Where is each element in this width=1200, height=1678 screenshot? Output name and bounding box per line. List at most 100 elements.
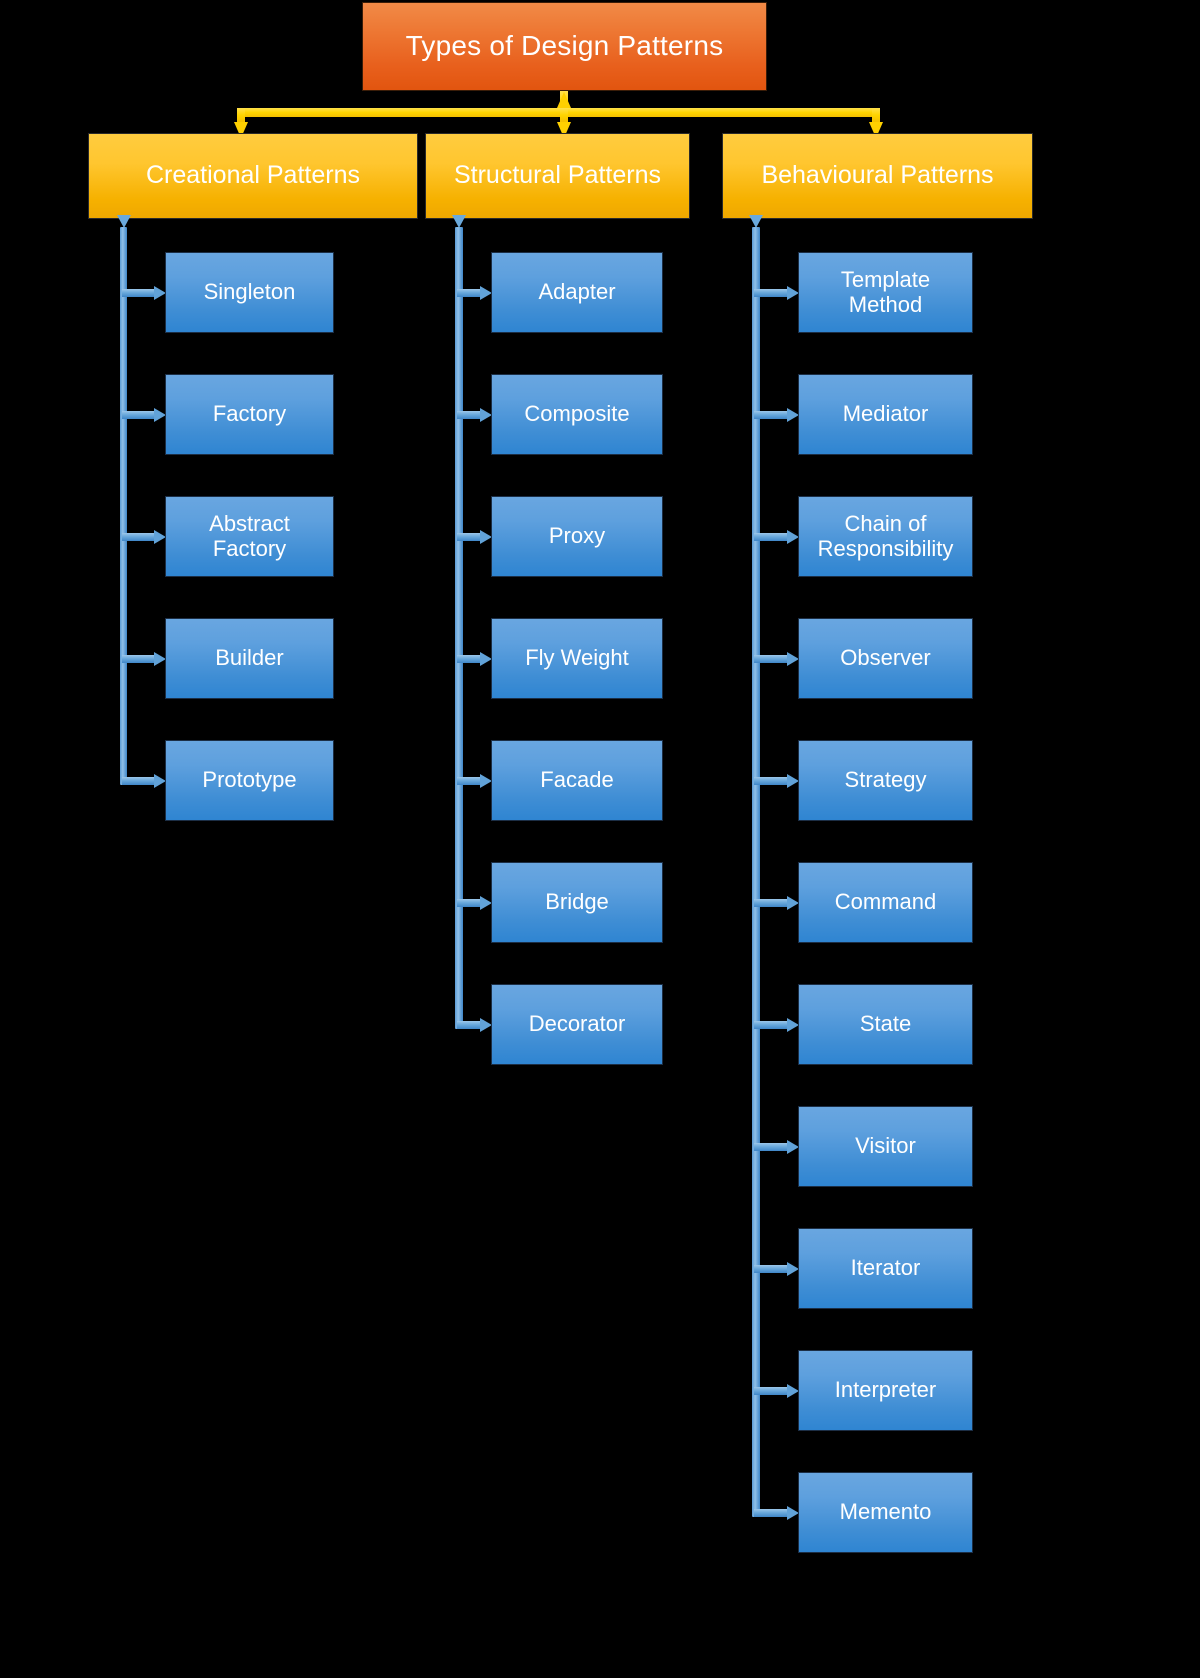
pattern-label: Mediator [842, 401, 929, 427]
column-trunk-line [752, 227, 760, 1517]
pattern-label: Visitor [855, 1133, 916, 1159]
top-connector-drop-1 [560, 108, 568, 122]
pattern-label: Builder [215, 645, 284, 671]
pattern-label: Strategy [844, 767, 927, 793]
branch-arrow-icon [787, 529, 799, 544]
category-box-structural-patterns[interactable]: Structural Patterns [425, 133, 690, 219]
branch-connector [754, 1142, 788, 1151]
pattern-box-fly-weight[interactable]: Fly Weight [491, 618, 663, 699]
branch-connector [457, 898, 481, 907]
branch-connector [754, 410, 788, 419]
branch-connector [457, 654, 481, 663]
top-connector-drop-2 [872, 108, 880, 122]
pattern-label: Factory [212, 401, 287, 427]
trunk-arrow-icon [116, 215, 131, 228]
branch-arrow-icon [787, 407, 799, 422]
pattern-label-line2: Method [848, 291, 923, 317]
pattern-label: Fly Weight [525, 645, 629, 671]
branch-connector [754, 898, 788, 907]
pattern-box-builder[interactable]: Builder [165, 618, 334, 699]
pattern-label: Decorator [528, 1011, 626, 1037]
branch-connector [754, 1264, 788, 1273]
branch-arrow-icon [787, 895, 799, 910]
pattern-label: Bridge [545, 889, 609, 915]
pattern-box-iterator[interactable]: Iterator [798, 1228, 973, 1309]
pattern-label: Memento [839, 1499, 932, 1525]
pattern-box-factory[interactable]: Factory [165, 374, 334, 455]
pattern-box-composite[interactable]: Composite [491, 374, 663, 455]
branch-arrow-icon [154, 529, 166, 544]
pattern-box-command[interactable]: Command [798, 862, 973, 943]
branch-arrow-icon [787, 285, 799, 300]
branch-arrow-icon [787, 1139, 799, 1154]
diagram-title-box: Types of Design Patterns [362, 2, 767, 91]
branch-arrow-icon [480, 1017, 492, 1032]
branch-connector [754, 288, 788, 297]
branch-connector [122, 532, 155, 541]
branch-connector [457, 1020, 481, 1029]
pattern-box-proxy[interactable]: Proxy [491, 496, 663, 577]
pattern-box-mediator[interactable]: Mediator [798, 374, 973, 455]
pattern-box-facade[interactable]: Facade [491, 740, 663, 821]
branch-connector [754, 654, 788, 663]
pattern-label: State [859, 1011, 912, 1037]
branch-arrow-icon [480, 285, 492, 300]
branch-arrow-icon [787, 1505, 799, 1520]
branch-connector [122, 654, 155, 663]
trunk-arrow-icon [452, 215, 466, 228]
branch-arrow-icon [154, 407, 166, 422]
pattern-label: Composite [524, 401, 630, 427]
category-label: Behavioural Patterns [761, 161, 994, 190]
category-label: Creational Patterns [145, 161, 360, 190]
branch-connector [122, 410, 155, 419]
pattern-box-decorator[interactable]: Decorator [491, 984, 663, 1065]
pattern-box-adapter[interactable]: Adapter [491, 252, 663, 333]
branch-connector [457, 288, 481, 297]
branch-connector [754, 1508, 788, 1517]
pattern-box-prototype[interactable]: Prototype [165, 740, 334, 821]
branch-arrow-icon [154, 651, 166, 666]
pattern-label: Facade [540, 767, 614, 793]
pattern-label-line1: Chain of [844, 510, 927, 536]
branch-connector [457, 776, 481, 785]
pattern-box-state[interactable]: State [798, 984, 973, 1065]
branch-arrow-icon [154, 773, 166, 788]
branch-arrow-icon [787, 773, 799, 788]
branch-arrow-icon [480, 895, 492, 910]
pattern-box-strategy[interactable]: Strategy [798, 740, 973, 821]
category-box-creational-patterns[interactable]: Creational Patterns [88, 133, 418, 219]
category-box-behavioural-patterns[interactable]: Behavioural Patterns [722, 133, 1033, 219]
pattern-box-observer[interactable]: Observer [798, 618, 973, 699]
category-label: Structural Patterns [453, 161, 662, 190]
pattern-box-interpreter[interactable]: Interpreter [798, 1350, 973, 1431]
pattern-label: Interpreter [834, 1377, 937, 1403]
top-connector-drop-0 [237, 108, 245, 122]
branch-connector [457, 532, 481, 541]
top-connector-up-arrow-icon [557, 92, 571, 108]
branch-connector [754, 1386, 788, 1395]
branch-arrow-icon [787, 1017, 799, 1032]
branch-connector [754, 1020, 788, 1029]
pattern-box-memento[interactable]: Memento [798, 1472, 973, 1553]
pattern-box-bridge[interactable]: Bridge [491, 862, 663, 943]
pattern-box-singleton[interactable]: Singleton [165, 252, 334, 333]
pattern-label: Singleton [203, 279, 296, 305]
pattern-label-line1: Template [840, 266, 931, 292]
branch-arrow-icon [480, 529, 492, 544]
pattern-box-visitor[interactable]: Visitor [798, 1106, 973, 1187]
pattern-label-line1: Abstract [209, 510, 290, 536]
pattern-label: Iterator [850, 1255, 921, 1281]
pattern-label: Proxy [548, 523, 606, 549]
branch-arrow-icon [480, 773, 492, 788]
trunk-arrow-icon [749, 215, 763, 228]
pattern-label: Prototype [202, 767, 297, 793]
branch-arrow-icon [787, 651, 799, 666]
top-connector-horizontal-bar [237, 108, 880, 117]
column-trunk-line [455, 227, 463, 1029]
branch-arrow-icon [480, 651, 492, 666]
